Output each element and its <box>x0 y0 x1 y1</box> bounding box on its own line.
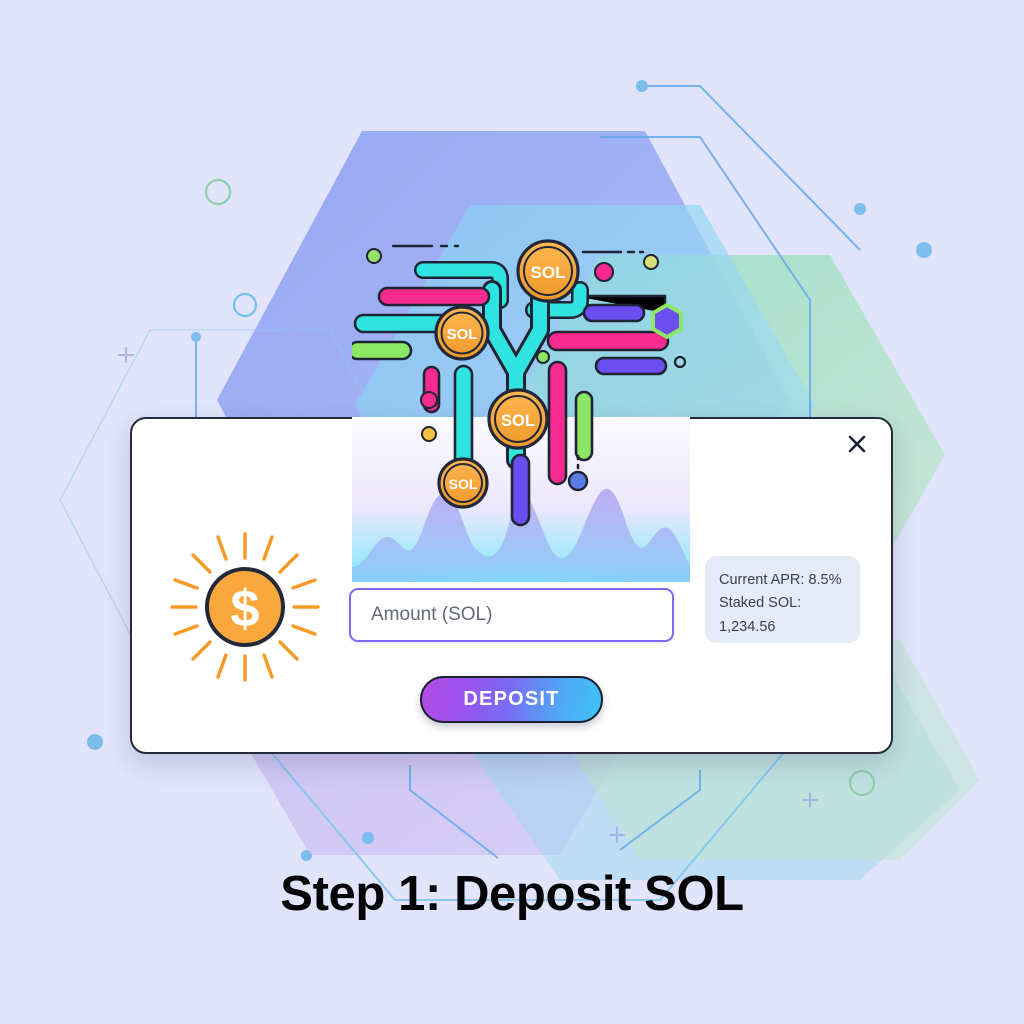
circle-outline-green-2 <box>848 769 876 797</box>
sparkle-marks <box>118 347 818 843</box>
dollar-sun-icon: $ <box>170 532 320 682</box>
stats-panel: Current APR: 8.5% Staked SOL: 1,234.56 <box>705 556 860 643</box>
close-icon[interactable] <box>840 427 874 461</box>
close-glyph <box>848 435 866 453</box>
circle-outline-green <box>204 178 232 206</box>
staked-label: Staked SOL: <box>719 595 802 612</box>
apr-value: Current APR: 8.5% <box>719 572 842 588</box>
dollar-symbol: $ <box>231 580 260 638</box>
connector-lines <box>195 85 861 859</box>
deposit-button[interactable]: DEPOSIT <box>420 676 603 723</box>
amount-input[interactable] <box>349 588 674 642</box>
connector-dot <box>362 832 374 844</box>
staked-value: 1,234.56 <box>719 618 776 635</box>
sun-rays <box>170 532 320 682</box>
staking-chart-panel <box>352 417 690 582</box>
page-title: Step 1: Deposit SOL <box>280 867 744 921</box>
chart-svg <box>352 417 690 582</box>
circle-outline-blue <box>232 292 258 318</box>
connector-dot <box>301 851 311 861</box>
